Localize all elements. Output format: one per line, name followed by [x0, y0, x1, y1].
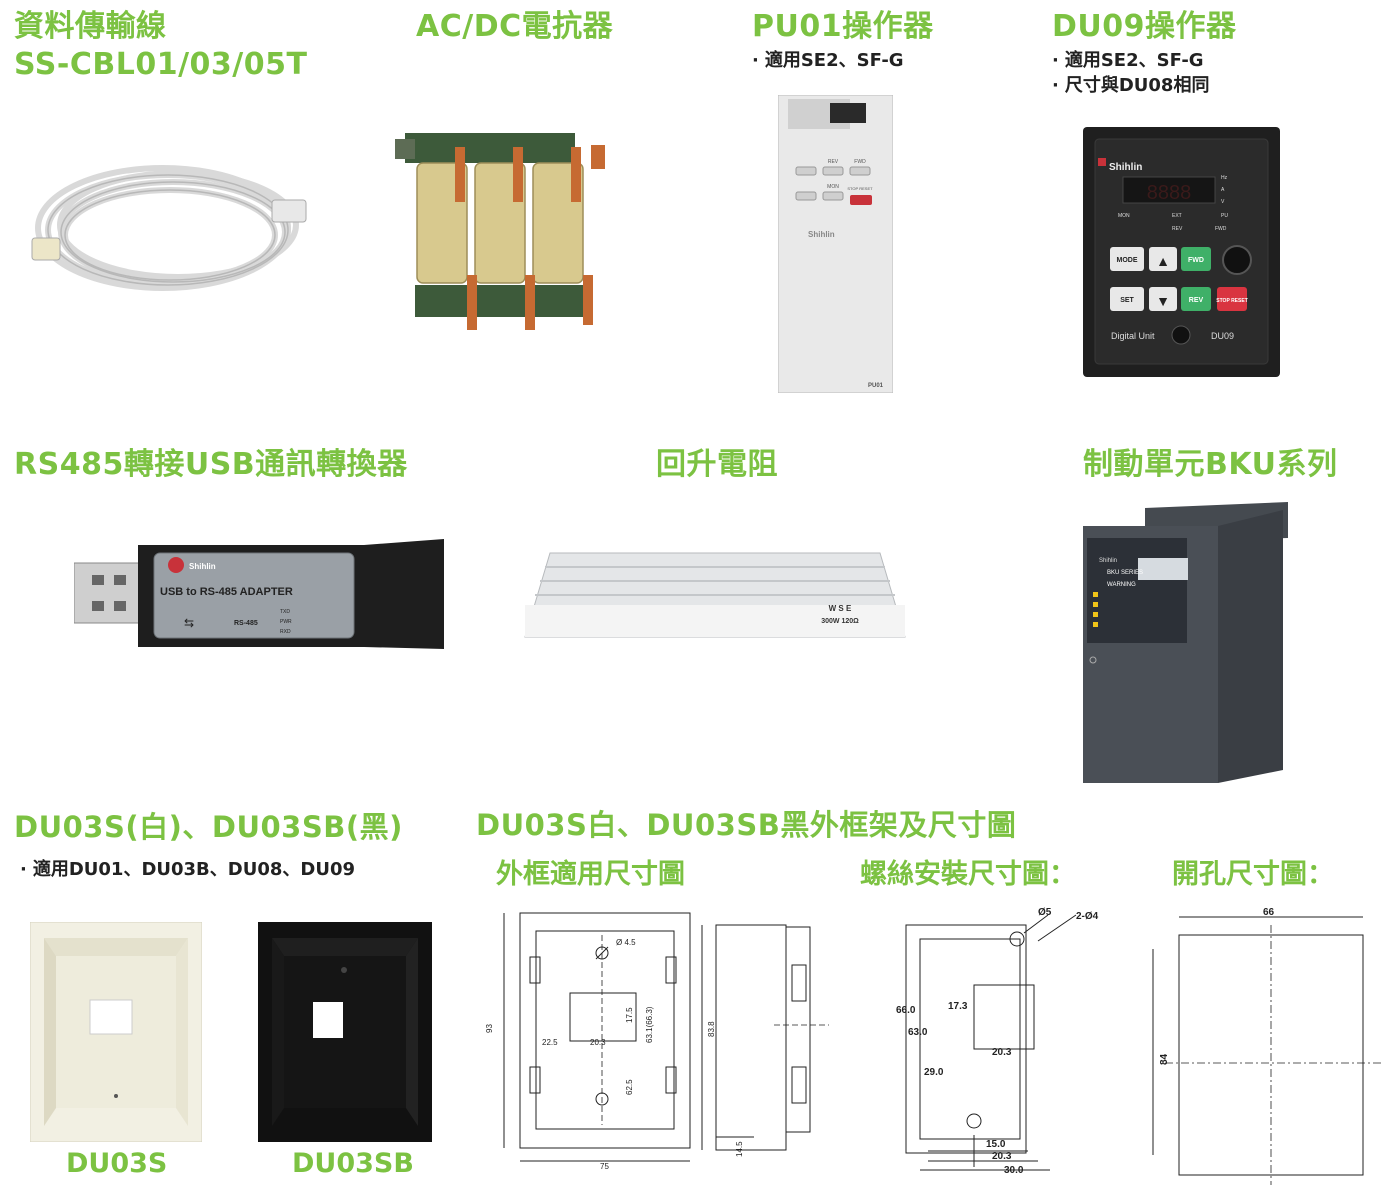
du09-display: 8888: [1147, 182, 1192, 204]
screw-dim-17-3: 17.3: [948, 1001, 968, 1012]
du09-footer-right: DU09: [1211, 331, 1234, 341]
pu01-model: PU01: [868, 383, 884, 389]
svg-text:▼: ▼: [1156, 293, 1170, 309]
screw-dim-15: 15.0: [986, 1139, 1006, 1150]
du09-key-set: SET: [1120, 297, 1134, 304]
du03-note-1: ·適用DU01、DU03B、DU08、DU09: [20, 859, 355, 880]
cable-title: 資料傳輸線 SS-CBL01/03/05T: [14, 8, 307, 84]
frame-dim-63-1: 63.1(66.3): [645, 1006, 654, 1043]
bku-series: BKU SERIES: [1107, 570, 1143, 576]
usb-brand: Shihlin: [189, 562, 216, 571]
bku-warning: WARNING: [1107, 582, 1136, 588]
pu01-brand: Shihlin: [808, 230, 835, 239]
bku-image: Shihlin BKU SERIES WARNING: [1083, 502, 1288, 783]
usb-image: Shihlin USB to RS-485 ADAPTER RS-485 TXD…: [74, 539, 444, 649]
du03-title: DU03S(白)、DU03SB(黑): [14, 810, 403, 844]
du09-led-a: A: [1221, 187, 1225, 193]
frame-dim-20-3: 20.3: [590, 1038, 606, 1047]
screw-dim-20-3-top: 20.3: [992, 1047, 1012, 1058]
usb-title: RS485轉接USB通訊轉換器: [14, 447, 408, 482]
screw-dim-30: 30.0: [1004, 1165, 1024, 1176]
du09-led-fwd: FWD: [1215, 226, 1227, 232]
bku-brand: Shihlin: [1099, 558, 1117, 564]
bku-title: 制動單元BKU系列: [1083, 447, 1338, 482]
du03s-caption: DU03S: [66, 1148, 168, 1179]
screw-dim-phi5: Ø5: [1038, 907, 1052, 918]
frame-dim-22-5: 22.5: [542, 1038, 558, 1047]
pu01-key-rev: REV: [828, 159, 839, 165]
cutout-dimension-drawing: 66 84: [1152, 907, 1381, 1185]
svg-text:▲: ▲: [1156, 253, 1170, 269]
du09-led-hz: Hz: [1221, 175, 1228, 181]
du03sb-caption: DU03SB: [292, 1148, 414, 1179]
cable-image: [31, 165, 307, 291]
pu01-note-1: ·適用SE2、SF-G: [752, 50, 904, 71]
frame-dim-93: 93: [485, 1024, 494, 1033]
pu01-key-stop: STOP RESET: [847, 186, 873, 191]
du09-key-rev: REV: [1189, 297, 1204, 304]
du09-led-v: V: [1221, 199, 1225, 205]
frame-caption: 外框適用尺寸圖: [496, 859, 685, 890]
screw-dimension-drawing: Ø5 2-Ø4 66.0 17.3 63.0 20.3 29.0 15.0 20…: [896, 907, 1099, 1176]
usb-led-txd: TXD: [280, 609, 290, 615]
screw-dim-2phi4: 2-Ø4: [1076, 911, 1099, 922]
screw-dim-66: 66.0: [896, 1005, 916, 1016]
screw-dim-20-3-bottom: 20.3: [992, 1151, 1012, 1162]
cable-title-line1: 資料傳輸線: [14, 9, 167, 44]
du03sb-image: [258, 922, 432, 1142]
du09-image: Shihlin 8888 Hz A V PU FWD MON EXT REV ▲…: [1083, 127, 1280, 377]
du09-title: DU09操作器: [1052, 9, 1237, 44]
du03s-image: [30, 922, 202, 1142]
usb-led-pwr: PWR: [280, 619, 292, 625]
pu01-key-fwd: FWD: [854, 159, 866, 165]
usb-label: USB to RS-485 ADAPTER: [160, 586, 293, 598]
frame-dim-75: 75: [600, 1162, 609, 1171]
du09-key-mode: MODE: [1117, 257, 1138, 264]
reactor-title: AC/DC電抗器: [416, 9, 614, 44]
du09-label-mon: MON: [1118, 213, 1130, 219]
reactor-image: [395, 133, 605, 330]
screw-dim-29: 29.0: [924, 1067, 944, 1078]
frame-dim-14-5: 14.5: [735, 1141, 744, 1157]
du09-key-stop: STOP RESET: [1216, 298, 1248, 304]
pu01-title: PU01操作器: [752, 9, 934, 44]
du09-brand: Shihlin: [1109, 162, 1142, 173]
frame-dimension-drawing: Ø 4.5 17.5 22.5 20.3 63.1(66.3) 62.5 93 …: [485, 912, 829, 1171]
resistor-title: 回升電阻: [656, 447, 778, 482]
usb-led-rxd: RXD: [280, 629, 291, 635]
screw-caption: 螺絲安裝尺寸圖：: [860, 859, 1076, 890]
cable-title-line2: SS-CBL01/03/05T: [14, 47, 308, 82]
pu01-key-mon: MON: [827, 184, 839, 190]
du09-led-pu: PU: [1221, 213, 1228, 219]
resistor-label-1: W S E: [829, 604, 852, 613]
resistor-image: W S E 300W 120Ω: [524, 552, 906, 638]
drawings-title: DU03S白、DU03SB黑外框架及尺寸圖: [476, 808, 1017, 842]
frame-dim-hole: Ø 4.5: [616, 938, 636, 947]
frame-dim-17-5: 17.5: [625, 1007, 634, 1023]
screw-dim-63: 63.0: [908, 1027, 928, 1038]
cutout-dim-66: 66: [1263, 907, 1275, 918]
cutout-caption: 開孔尺寸圖：: [1172, 859, 1334, 890]
du09-note-2: ·尺寸與DU08相同: [1052, 75, 1210, 96]
pu01-image: REV FWD MON STOP RESET Shihlin PU01: [778, 95, 893, 393]
frame-dim-62-5: 62.5: [625, 1079, 634, 1095]
du09-footer-left: Digital Unit: [1111, 331, 1155, 341]
du09-key-fwd: FWD: [1188, 257, 1204, 264]
du09-note-1: ·適用SE2、SF-G: [1052, 50, 1204, 71]
du09-label-rev: REV: [1172, 226, 1183, 232]
resistor-label-2: 300W 120Ω: [821, 618, 859, 625]
cutout-dim-84: 84: [1159, 1053, 1170, 1065]
svg-text:⇆: ⇆: [184, 616, 194, 630]
frame-dim-83-8: 83.8: [707, 1021, 716, 1037]
du09-label-ext: EXT: [1172, 213, 1182, 219]
usb-port: RS-485: [234, 620, 258, 627]
